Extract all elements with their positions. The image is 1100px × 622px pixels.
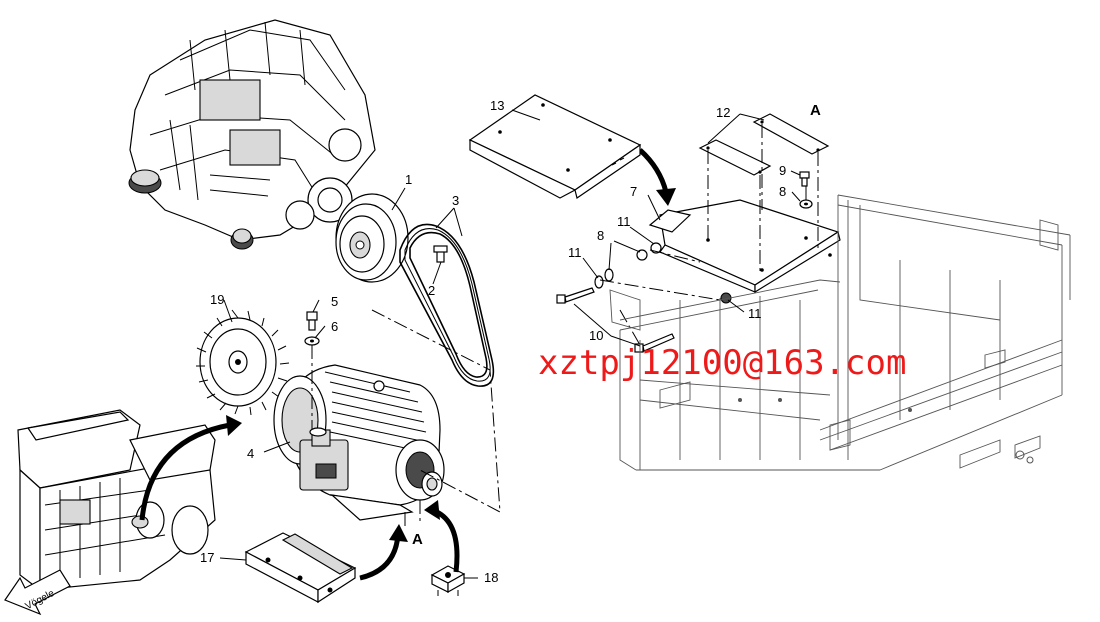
marker-a-motor: A — [412, 531, 423, 548]
bolt-part-2 — [433, 245, 448, 263]
paver-vehicle-illustration — [17, 409, 216, 592]
bolt-part-5 — [306, 311, 318, 331]
mounting-bracket-part-17 — [244, 532, 357, 604]
callout-6: 6 — [331, 319, 338, 334]
marker-a-bracket: A — [810, 102, 821, 119]
bracket-part-7 — [648, 199, 841, 294]
machine-frame-illustration — [609, 194, 1071, 471]
callout-4: 4 — [247, 446, 254, 461]
washer-part-8-right — [799, 199, 813, 209]
callout-8-left: 8 — [597, 228, 604, 243]
callout-19: 19 — [210, 292, 224, 307]
plate-part-13 — [468, 94, 642, 199]
callout-11-top: 11 — [617, 214, 631, 229]
callout-10: 10 — [589, 328, 603, 343]
washer-part-6 — [304, 336, 320, 346]
callout-labels: 1 2 3 4 5 6 7 8 8 9 10 11 11 11 12 13 17… — [200, 98, 821, 585]
bolt-part-9 — [799, 171, 810, 187]
callout-17: 17 — [200, 550, 214, 565]
pulley-part-1 — [335, 193, 409, 283]
callout-8-right: 8 — [779, 184, 786, 199]
electric-motor-part-4 — [273, 364, 445, 521]
watermark-text: xztpj12100@163.com — [538, 343, 907, 383]
washers-nuts-parts-8-11 — [594, 242, 732, 304]
callout-13: 13 — [490, 98, 504, 113]
voegele-arrow-sign: Vögele — [4, 569, 71, 616]
callout-3: 3 — [452, 193, 459, 208]
leader-lines — [219, 109, 801, 579]
coupling-part-18 — [430, 565, 466, 596]
alignment-lines-bracket — [599, 124, 819, 346]
callout-11-left: 11 — [568, 245, 582, 260]
engine-illustration — [128, 19, 376, 250]
fan-part-19 — [196, 309, 290, 416]
callout-2: 2 — [428, 283, 435, 298]
callout-18: 18 — [484, 570, 498, 585]
curved-arrows — [139, 148, 676, 581]
callout-9: 9 — [779, 163, 786, 178]
v-belts-part-3 — [399, 223, 495, 387]
callout-5: 5 — [331, 294, 338, 309]
shims-part-12 — [698, 113, 830, 176]
callout-11-right: 11 — [748, 306, 762, 321]
alignment-lines-motor — [311, 309, 501, 528]
callout-7: 7 — [630, 184, 637, 199]
callout-12: 12 — [716, 105, 730, 120]
callout-1: 1 — [405, 172, 412, 187]
